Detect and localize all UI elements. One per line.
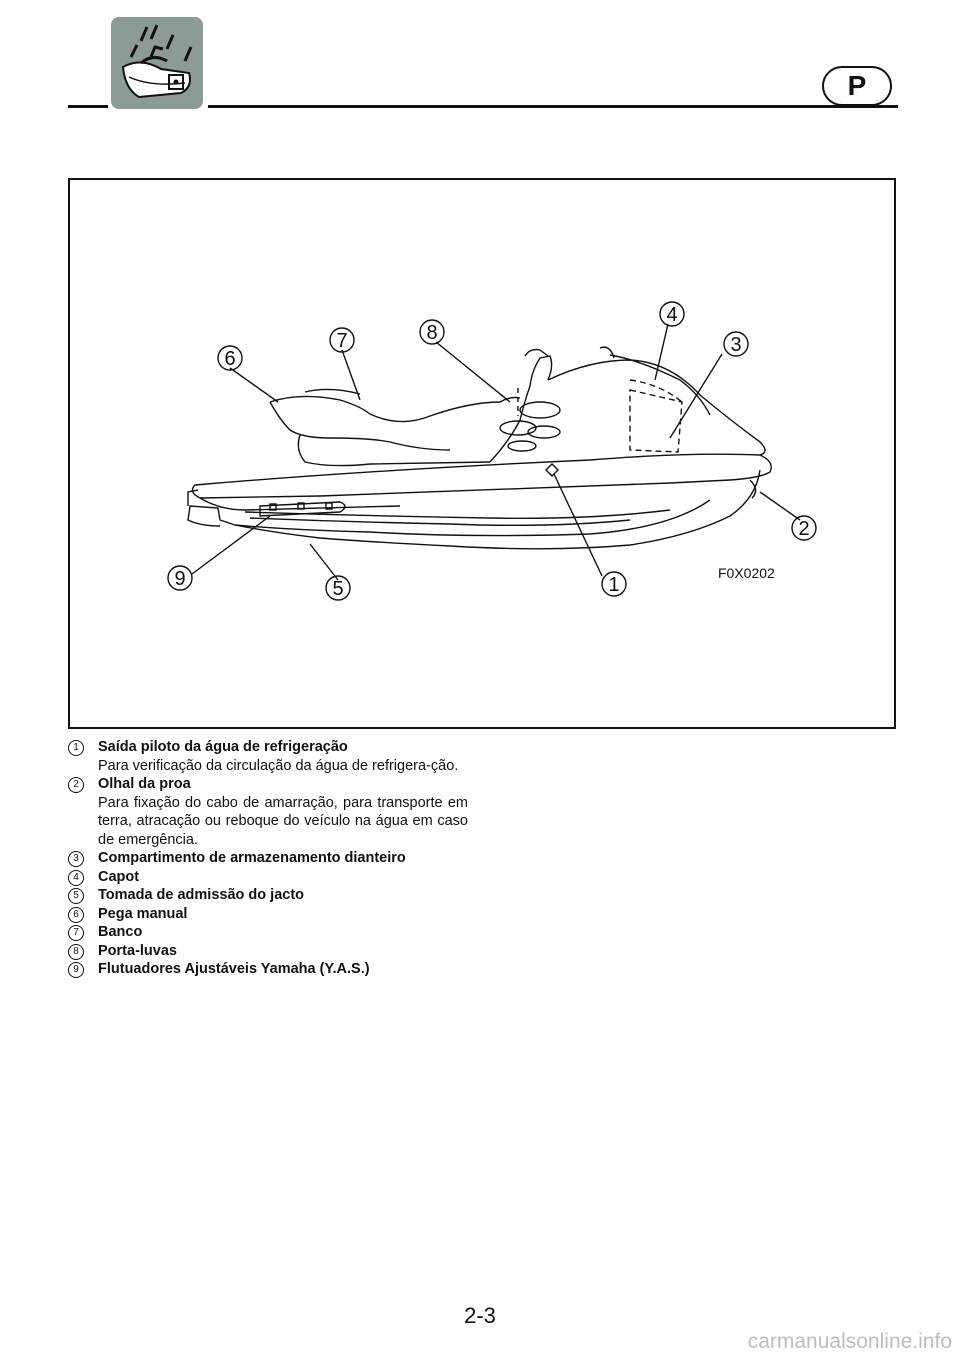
legend-item: 7 Banco xyxy=(68,923,468,942)
callout-9: 9 xyxy=(174,568,185,590)
callout-1: 1 xyxy=(608,574,619,596)
legend-title: Saída piloto da água de refrigeração xyxy=(98,739,348,755)
figure-code: F0X0202 xyxy=(718,565,775,581)
legend-description: Para fixação do cabo de amarração, para … xyxy=(98,794,468,848)
legend-number: 9 xyxy=(68,962,84,978)
legend-title: Flutuadores Ajustáveis Yamaha (Y.A.S.) xyxy=(98,961,370,977)
legend-number: 5 xyxy=(68,888,84,904)
legend-item: 5 Tomada de admissão do jacto xyxy=(68,886,468,905)
legend-number: 8 xyxy=(68,943,84,960)
legend-description: Para verificação da circulação da água d… xyxy=(98,757,459,774)
legend-number: 2 xyxy=(68,777,84,793)
callout-3: 3 xyxy=(730,334,741,356)
legend-title: Capot xyxy=(98,868,140,885)
legend-item: 2 Olhal da proa Para fixação do cabo de … xyxy=(68,775,468,849)
callout-4: 4 xyxy=(666,304,677,326)
callout-5: 5 xyxy=(332,578,343,600)
legend-item: 3 Compartimento de armazenamento diantei… xyxy=(68,849,468,868)
watercraft-chapter-icon xyxy=(111,17,203,109)
legend-number: 3 xyxy=(68,851,84,867)
legend-number: 1 xyxy=(68,740,84,756)
language-badge: P xyxy=(822,66,892,106)
legend-title: Compartimento de armazenamento dianteiro xyxy=(98,850,406,866)
legend-item: 6 Pega manual xyxy=(68,905,468,924)
legend-number: 4 xyxy=(68,869,84,886)
page-number: 2-3 xyxy=(464,1303,496,1328)
callout-2: 2 xyxy=(798,518,809,540)
legend-item: 9 Flutuadores Ajustáveis Yamaha (Y.A.S.) xyxy=(68,960,468,979)
header-rule-left xyxy=(68,105,108,108)
legend-item: 4 Capot xyxy=(68,868,468,887)
legend-title: Tomada de admissão do jacto xyxy=(98,887,305,903)
legend-title: Porta-luvas xyxy=(98,942,177,959)
legend-number: 6 xyxy=(68,906,84,923)
legend-title: Banco xyxy=(98,924,143,940)
legend-item: 1 Saída piloto da água de refrigeração P… xyxy=(68,738,468,775)
header-rule-right xyxy=(208,105,898,108)
site-watermark: carmanualsonline.info xyxy=(747,1330,952,1353)
legend-number: 7 xyxy=(68,925,84,941)
watercraft-diagram: 6 7 8 4 3 2 1 5 9 F0X0202 xyxy=(167,301,817,601)
legend-title: Pega manual xyxy=(98,905,188,922)
legend-item: 8 Porta-luvas xyxy=(68,942,468,961)
watercraft-figure: 6 7 8 4 3 2 1 5 9 F0X0202 xyxy=(68,178,896,729)
legend-title: Olhal da proa xyxy=(98,776,191,792)
callout-7: 7 xyxy=(336,330,347,352)
callout-8: 8 xyxy=(426,322,437,344)
callout-6: 6 xyxy=(224,348,235,370)
parts-legend: 1 Saída piloto da água de refrigeração P… xyxy=(68,738,468,979)
